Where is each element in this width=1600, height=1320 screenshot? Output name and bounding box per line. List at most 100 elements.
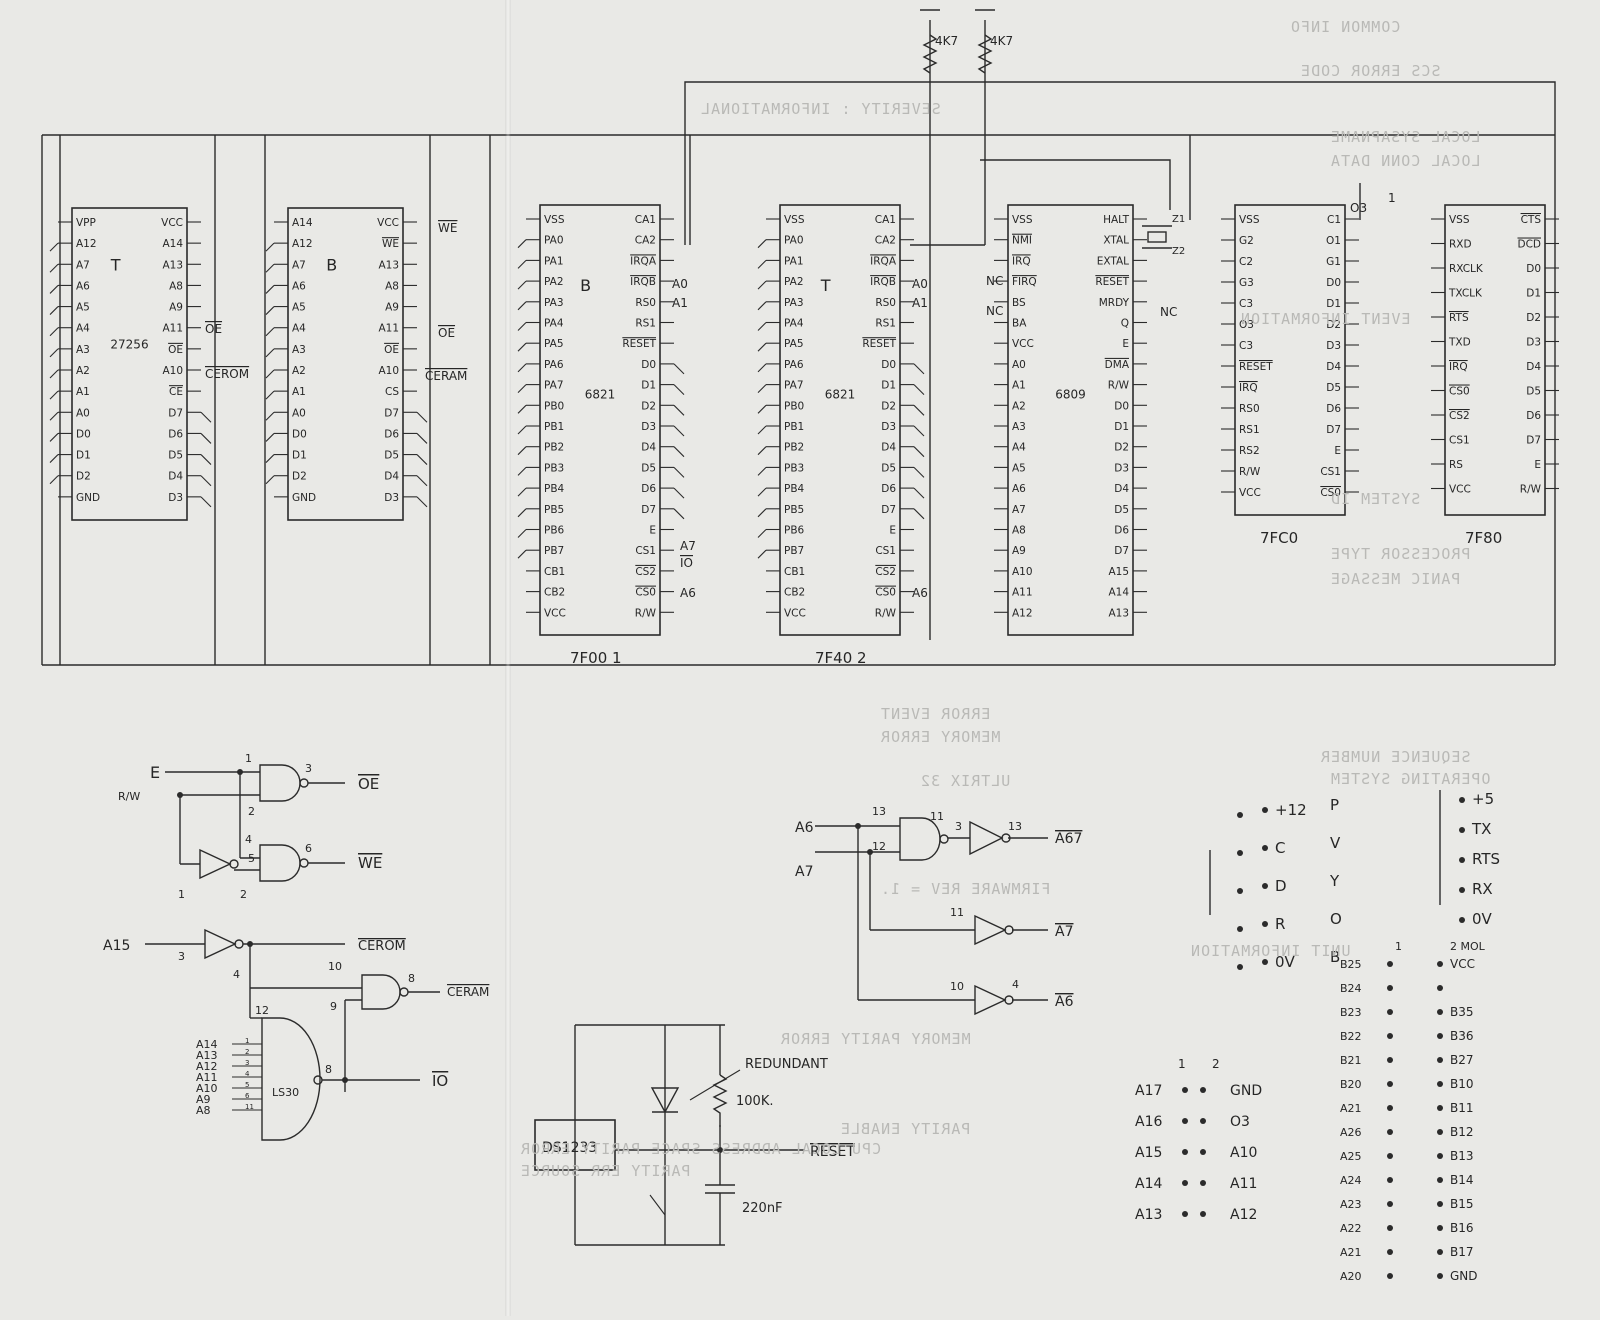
pin-label: VCC	[377, 217, 399, 229]
pin-label: G2	[1239, 235, 1254, 247]
pin-label: D0	[1526, 263, 1541, 275]
pin-label: D7	[1114, 545, 1129, 557]
bus-entry	[200, 433, 212, 444]
inverter-a15	[204, 928, 244, 960]
pin-label: A5	[76, 302, 90, 314]
nand-oe	[259, 764, 309, 802]
pin-label: GND	[292, 492, 316, 504]
pin-label: PA6	[544, 359, 564, 371]
connector-label: B27	[1450, 1053, 1474, 1067]
pin-label: A11	[1012, 587, 1033, 599]
bus-entry	[49, 454, 59, 463]
logic-label: 2	[248, 805, 255, 818]
chip-pia1: VSSPA0PA1PA2PA3PA4PA5PA6PA7PB0PB1PB2PB3P…	[517, 204, 685, 667]
pin-label: D0	[641, 359, 656, 371]
pin-label: D6	[168, 428, 183, 440]
pin-label: D7	[881, 504, 896, 516]
connector-label: +12	[1275, 801, 1307, 819]
pin-label: DMA	[1105, 359, 1130, 371]
pin-label: TXCLK	[1448, 288, 1483, 300]
bus-entry	[517, 404, 527, 414]
signal-label: A1	[912, 296, 928, 310]
pin-label: PA5	[784, 338, 804, 350]
inverter-body	[974, 914, 1007, 946]
connector-pin	[1237, 812, 1243, 818]
pin-label: VCC	[784, 607, 806, 619]
connector-label: 0V	[1472, 910, 1493, 928]
pin-label: PA3	[784, 297, 804, 309]
logic-label: 13	[1008, 820, 1022, 833]
pin-label: D6	[881, 483, 896, 495]
connector-label: B11	[1450, 1101, 1474, 1115]
pin-label: O1	[1326, 235, 1341, 247]
pin-label: Q	[1121, 318, 1129, 330]
pin-label: E	[1534, 459, 1541, 471]
connector-label: B17	[1450, 1245, 1474, 1259]
gate-body	[899, 817, 941, 861]
pin-label: PA4	[544, 318, 564, 330]
bus-entry	[265, 433, 275, 442]
pin-label: D7	[1326, 424, 1341, 436]
connector-label: RX	[1472, 880, 1493, 898]
header-pin	[1387, 1129, 1393, 1135]
pin-label: A8	[385, 280, 399, 292]
pin-label: PB4	[784, 483, 805, 495]
bus-entry	[517, 425, 527, 435]
junction-dot	[867, 849, 873, 855]
connector-label: +5	[1472, 790, 1494, 808]
pin-label: D1	[881, 380, 896, 392]
connector-label: A21	[1340, 1102, 1362, 1115]
bus-entry	[673, 425, 685, 437]
pin-label: C1	[1327, 214, 1341, 226]
header-pin	[1437, 1105, 1443, 1111]
chip-pia2: VSSPA0PA1PA2PA3PA4PA5PA6PA7PB0PB1PB2PB3P…	[757, 204, 925, 667]
signal-label: A6	[680, 586, 696, 600]
pin-label: CS1	[1320, 466, 1341, 478]
chip-address: 7F40 2	[815, 649, 867, 667]
pin-label: PA5	[544, 338, 564, 350]
connector-label: B14	[1450, 1173, 1474, 1187]
pin-label: D5	[1114, 504, 1129, 516]
gate-bubble	[939, 834, 949, 844]
pin-label: PB7	[544, 545, 564, 557]
connector-label: B10	[1450, 1077, 1474, 1091]
bus-entry	[757, 529, 767, 538]
connector-label: A23	[1340, 1198, 1362, 1211]
header-pin	[1200, 1180, 1206, 1186]
connector-label: 2 MOL	[1450, 940, 1486, 953]
pin-label: A9	[169, 302, 183, 314]
header-pin	[1387, 1153, 1393, 1159]
pin-label: OE	[384, 344, 399, 356]
pin-label: A0	[292, 407, 306, 419]
connector-label: A21	[1340, 1246, 1362, 1259]
header-pin	[1200, 1149, 1206, 1155]
bus-entry	[673, 487, 685, 499]
bus-entry	[49, 475, 59, 485]
pin-label: PA2	[784, 276, 804, 288]
pin-label: A8	[1012, 525, 1026, 537]
header-pin	[1437, 1081, 1443, 1087]
pin-label: IRQB	[630, 276, 656, 288]
ls30-bubble	[313, 1075, 323, 1085]
header-pin	[1437, 1177, 1443, 1183]
bus-entry	[757, 508, 767, 518]
pin-label: D5	[384, 450, 399, 462]
pin-label: PA7	[544, 380, 564, 392]
pin-label: BS	[1012, 297, 1026, 309]
connector-label: B23	[1340, 1006, 1362, 1019]
pin-label: PA1	[544, 255, 564, 267]
pin-label: D0	[881, 359, 896, 371]
pin-label: BA	[1012, 318, 1027, 330]
connector-label: B	[1330, 948, 1340, 966]
bus-entry	[673, 467, 685, 478]
chip-cpu: VSSNMIIRQFIRQBSBAVCCA0A1A2A3A4A5A6A7A8A9…	[994, 204, 1147, 636]
bus-entry	[49, 242, 59, 252]
pin-label: A12	[292, 238, 313, 250]
bus-entry	[757, 239, 767, 249]
pin-label: D6	[1326, 403, 1341, 415]
pin-label: A9	[385, 302, 399, 314]
bus-entry	[913, 425, 925, 437]
connector-label: GND	[1450, 1269, 1478, 1283]
bus-entry	[265, 411, 275, 421]
logic-label: A6	[1055, 994, 1074, 1010]
